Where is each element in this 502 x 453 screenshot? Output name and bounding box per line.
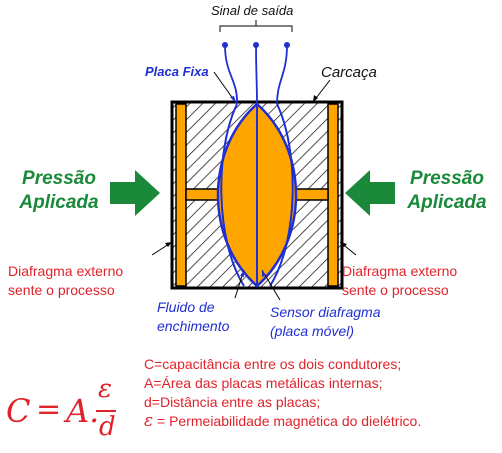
ext-diaphragm-right-line1: Diafragma externo [342, 263, 458, 279]
pressure-label-left: Pressão Aplicada [8, 167, 110, 215]
pressure-right-line1: Pressão [410, 168, 484, 189]
output-wires [224, 44, 288, 105]
wire-terminals [222, 42, 290, 48]
formula-equals: = [36, 392, 62, 427]
legend-line-epsilon: ε = Permeiabilidade magnética do dielétr… [144, 412, 421, 431]
formula-denominator: d [99, 412, 116, 442]
pressure-left-line2: Aplicada [19, 192, 99, 213]
external-diaphragm-label-left: Diafragma externo sente o processo [8, 262, 123, 300]
sensor-line1: Sensor diafragma [270, 304, 381, 320]
pointer-arrowheads [165, 95, 347, 277]
sensor-line2: (placa móvel) [270, 323, 355, 339]
fill-fluid-label: Fluido de enchimento [157, 298, 229, 336]
formula-fraction-bar [96, 410, 116, 412]
pressure-right-line2: Aplicada [407, 192, 487, 213]
left-external-diaphragm [175, 103, 187, 287]
fixed-plate-right [269, 103, 294, 287]
ext-diaphragm-left-line1: Diafragma externo [8, 263, 124, 279]
sensor-diaphragm-label: Sensor diafragma (placa móvel) [270, 303, 381, 341]
pressure-left-line1: Pressão [22, 168, 96, 189]
ext-diaphragm-left-line2: sente o processo [8, 282, 115, 298]
legend-line-area: A=Área das placas metálicas internas; [144, 375, 383, 391]
fill-fluid-line2: enchimento [157, 318, 230, 334]
fill-fluid-line1: Fluido de [157, 299, 215, 315]
right-external-diaphragm [327, 103, 339, 287]
external-diaphragm-label-right: Diafragma externo sente o processo [342, 262, 457, 300]
fixed-plate-label: Placa Fixa [145, 64, 209, 79]
legend-epsilon-symbol: ε [144, 411, 154, 431]
fixed-plate-left [220, 103, 245, 287]
formula-numerator: ε [98, 374, 112, 404]
pressure-arrow-right [345, 170, 395, 216]
formula-legend: C=capacitância entre os dois condutores;… [144, 355, 421, 431]
signal-output-label: Sinal de saída [211, 3, 294, 18]
legend-line-distance: d=Distância entre as placas; [144, 394, 321, 410]
legend-line-capacitance: C=capacitância entre os dois condutores; [144, 356, 402, 372]
legend-epsilon-text: = Permeiabilidade magnética do dielétric… [157, 413, 422, 429]
formula-area: A. [66, 392, 100, 430]
signal-bracket [219, 20, 293, 32]
formula-lhs: C [6, 392, 31, 430]
pressure-label-right: Pressão Aplicada [396, 167, 498, 215]
ext-diaphragm-right-line2: sente o processo [342, 282, 449, 298]
housing-label: Carcaça [321, 64, 377, 81]
pressure-arrow-left [110, 170, 160, 216]
